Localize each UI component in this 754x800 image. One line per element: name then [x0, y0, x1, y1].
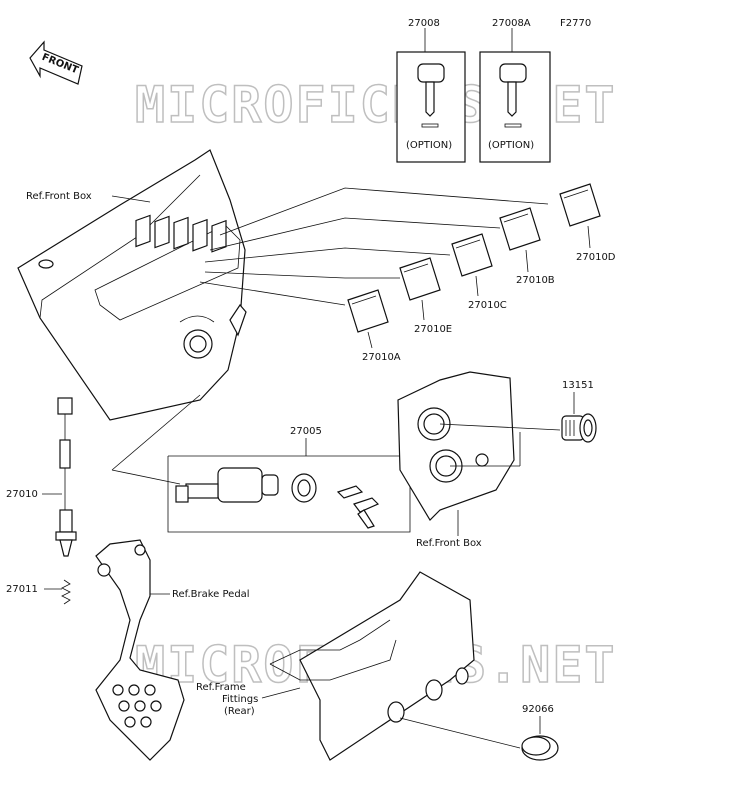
diagram-code: F2770 [560, 18, 591, 29]
front-box-side-panel [397, 371, 515, 521]
ref-front-box-top: Ref.Front Box [26, 191, 92, 202]
brake-pedal [95, 539, 185, 761]
rocker-switch-27010E [399, 257, 441, 301]
part-label-13151: 13151 [562, 380, 594, 391]
option-label-2: (OPTION) [488, 140, 534, 151]
front-box-panel [17, 149, 247, 421]
option-label-1: (OPTION) [406, 140, 452, 151]
part-label-27008: 27008 [408, 18, 440, 29]
part-label-27010: 27010 [6, 489, 38, 500]
part-label-27008A: 27008A [492, 18, 531, 29]
power-socket [561, 413, 597, 443]
ref-frame-2: Fittings [222, 694, 258, 705]
ref-frame-3: (Rear) [224, 706, 255, 717]
plug-cap [521, 735, 559, 761]
part-label-27010E: 27010E [414, 324, 452, 335]
ref-frame-1: Ref.Frame [196, 682, 246, 693]
part-label-27010A: 27010A [362, 352, 401, 363]
key-option-box-27008: (OPTION) [396, 28, 466, 163]
part-label-27005: 27005 [290, 426, 322, 437]
part-label-27010D: 27010D [576, 252, 616, 263]
rocker-switch-27010B [499, 207, 541, 251]
part-label-27011: 27011 [6, 584, 38, 595]
ref-front-box-mid: Ref.Front Box [416, 538, 482, 549]
rocker-switch-27010C [451, 233, 493, 277]
brake-switch [55, 397, 77, 557]
key-option-box-27008A: (OPTION) [479, 28, 551, 163]
return-spring [61, 579, 71, 605]
frame-fittings-rear [269, 571, 475, 761]
part-label-27010B: 27010B [516, 275, 555, 286]
part-label-27010C: 27010C [468, 300, 507, 311]
ignition-switch-assembly [175, 467, 380, 529]
front-arrow-icon: FRONT [29, 40, 83, 85]
part-label-92066: 92066 [522, 704, 554, 715]
ref-brake-pedal: Ref.Brake Pedal [172, 589, 250, 600]
rocker-switch-27010A [347, 289, 389, 333]
rocker-switch-27010D [559, 183, 601, 227]
